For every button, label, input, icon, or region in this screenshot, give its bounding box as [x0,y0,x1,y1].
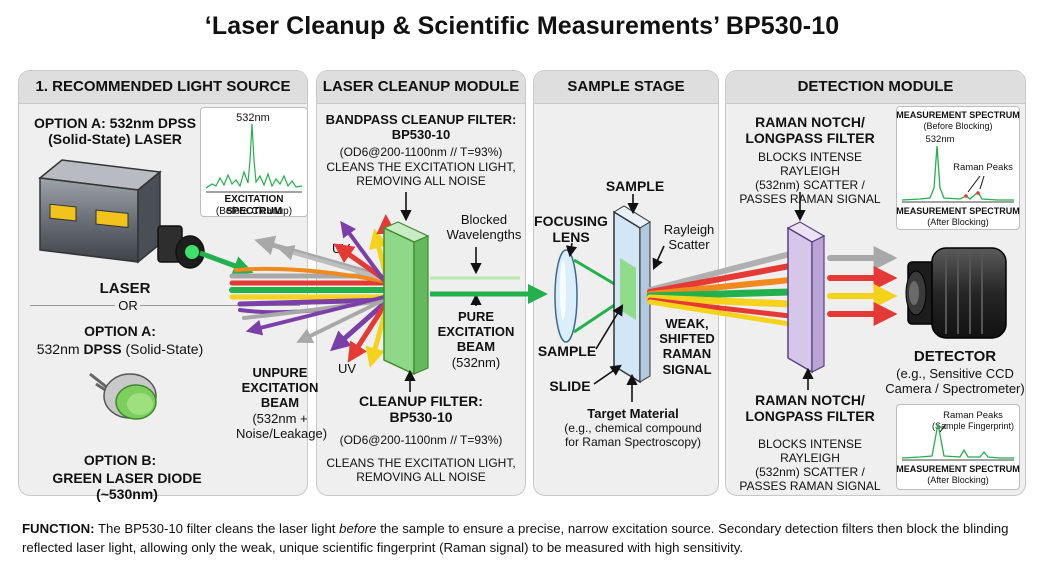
laser-label: LASER [99,280,151,297]
pure-beam-label: PURE EXCITATION BEAM (532nm) [437,309,515,370]
dpss-laser-icon [38,159,205,269]
measurement-before-sub: (Before Blocking) [923,121,993,131]
measurement-after-sub: (After Blocking) [927,475,989,485]
cleanup-filter-bottom-title: CLEANUP FILTER: BP530-10 [359,393,483,426]
focusing-lens-label: FOCUSING LENS [534,213,608,246]
excitation-peak-label: 532nm [236,112,270,124]
raman-filter-bottom-desc: BLOCKS INTENSE RAYLEIGH (532nm) SCATTER … [739,437,881,494]
bandpass-cleanup-filter [382,221,430,376]
bandpass-filter-desc: CLEANS THE EXCITATION LIGHT, REMOVING AL… [326,160,516,189]
raman-filter-top-title: RAMAN NOTCH/ LONGPASS FILTER [745,114,875,147]
detector-desc: (e.g., Sensitive CCD Camera / Spectromet… [885,366,1025,397]
measurement-after-title-top: MEASUREMENT SPECTRUM [896,206,1020,216]
measurement-after-title: MEASUREMENT SPECTRUM [896,464,1020,474]
unpure-beam-label: UNPURE EXCITATION BEAM (532nm + Noise/Le… [236,365,328,441]
page-title: ‘Laser Cleanup & Scientific Measurements… [204,12,840,40]
measurement-after-sub-top: (After Blocking) [927,217,989,227]
cleanup-filter-bottom-spec: (OD6@200-1100nm // T=93%) [339,433,503,447]
sample-slide [613,205,651,384]
slide-pointer [593,364,622,385]
slide-label: SLIDE [549,378,591,394]
measurement-before-raman: Raman Peaks [953,162,1013,173]
measurement-after-raman: Raman Peaks [943,410,1003,421]
lens-pointer [565,242,577,258]
option-a2-desc: 532nm DPSS (Solid-State) [36,341,204,357]
rayleigh-scatter-label: Rayleigh Scatter [663,222,715,253]
measurement-before-peak: 532nm [925,134,955,145]
target-material-label: Target Material (e.g., chemical compound… [564,406,702,450]
excitation-spectrum-title: EXCITATION SPECTRUM [224,194,284,217]
measurement-before-title: MEASUREMENT SPECTRUM [896,110,1020,120]
sample-mid-pointer [595,304,624,350]
passed-signal-arrows [827,246,898,326]
measurement-spectrum-after-inset [896,404,1020,490]
function-description: FUNCTION: The BP530-10 filter cleans the… [22,521,1009,555]
measurement-before-curve [901,145,1014,203]
bandpass-filter-title: BANDPASS CLEANUP FILTER: BP530-10 [325,112,517,143]
excitation-spectrum-sub: (Before Cleanup) [215,206,293,217]
or-divider-right [140,305,300,306]
weak-raman-signal-label: WEAK, SHIFTED RAMAN SIGNAL [659,316,715,377]
raman-notch-filter [786,221,826,374]
sample-mid-label: SAMPLE [537,343,597,359]
measurement-after-fingerprint: (Sample Fingerprint) [931,421,1015,431]
sample-stage-header: SAMPLE STAGE [534,71,718,104]
or-divider-left [30,305,115,306]
cleanup-filter-bottom-desc: CLEANS THE EXCITATION LIGHT, REMOVING AL… [326,456,516,485]
measurement-spectrum-before-inset [896,106,1020,230]
uv-bottom-label: UV [337,361,357,376]
option-b-title: OPTION B: [83,452,157,468]
or-label: OR [118,298,138,313]
detection-module-header: DETECTION MODULE [726,71,1025,104]
excitation-spectrum-curve [205,123,303,193]
laser-output-beam [199,250,254,276]
focusing-lens [554,249,578,343]
rayleigh-pointer [652,245,665,271]
detector-camera-icon [905,247,1007,339]
laser-diode-icon [89,372,157,420]
option-a2-title: OPTION A: [84,323,156,339]
light-source-header: 1. RECOMMENDED LIGHT SOURCE [19,71,307,104]
scattered-light-fan [646,251,794,327]
cleanup-module-header: LASER CLEANUP MODULE [317,71,525,104]
measurement-after-curve [901,423,1014,461]
bandpass-filter-spec: (OD6@200-1100nm // T=93%) [339,145,503,159]
raman-filter-top-desc: BLOCKS INTENSE RAYLEIGH (532nm) SCATTER … [739,150,881,207]
reflected-rays [245,214,397,368]
detector-label: DETECTOR [913,348,997,365]
raman-filter-bottom-title: RAMAN NOTCH/ LONGPASS FILTER [745,392,875,425]
option-b-desc: GREEN LASER DIODE (~530nm) [52,470,202,503]
blocked-wavelengths-label: Blocked Wavelengths [446,212,522,243]
sample-top-label: SAMPLE [605,178,665,194]
option-a-title: OPTION A: 532nm DPSS (Solid-State) LASER [33,115,197,148]
